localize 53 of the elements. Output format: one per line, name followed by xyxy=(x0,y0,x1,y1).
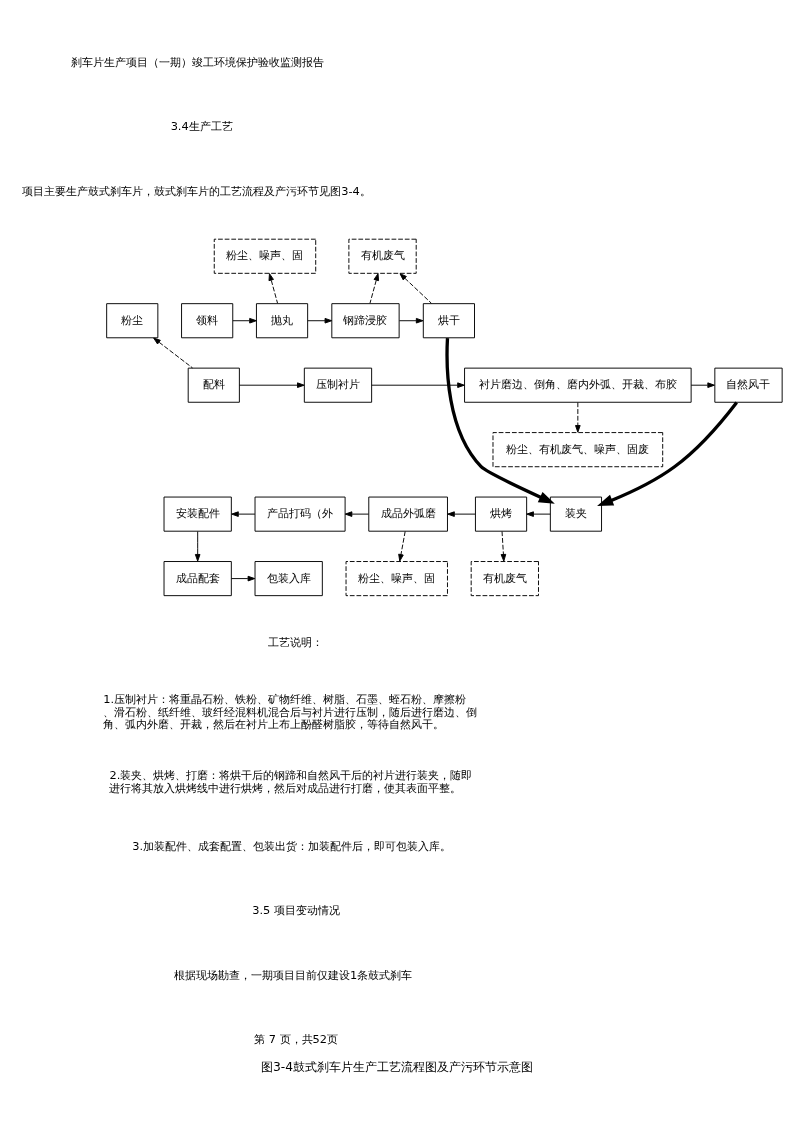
label: 3.4生产工艺 xyxy=(170,118,233,133)
node-box: 衬片磨边、倒角、磨内外弧、开裁、布胶 xyxy=(464,367,692,403)
arrow xyxy=(307,317,333,324)
label: 第 7 页，共52页 xyxy=(254,1031,338,1046)
node-box: 有机废气 xyxy=(348,238,417,274)
arrow xyxy=(445,337,555,504)
arrow xyxy=(398,530,406,562)
arrow xyxy=(597,400,738,506)
label: 3.加装配件、成套配置、包装出货：加装配件后，即可包装入库。 xyxy=(132,838,452,853)
arrow xyxy=(399,272,432,304)
node-box: 产品打码（外 xyxy=(254,496,346,532)
label: 刹车片生产项目（一期）竣工环境保护验收监测报告 xyxy=(71,54,325,69)
arrow xyxy=(690,381,715,388)
node-box: 粉尘、噪声、固 xyxy=(345,560,448,596)
arrow xyxy=(344,510,370,517)
arrow xyxy=(526,510,551,517)
arrow xyxy=(268,272,278,304)
node-box: 包装入库 xyxy=(254,560,323,596)
node-box: 成品外弧磨 xyxy=(368,496,448,532)
label: 工艺说明： xyxy=(268,634,324,649)
node-box: 压制衬片 xyxy=(303,367,373,403)
node-box: 自然风干 xyxy=(714,367,783,403)
arrow xyxy=(575,401,581,433)
node-box: 抛丸 xyxy=(255,302,309,338)
arrow xyxy=(232,317,257,324)
node-box: 领料 xyxy=(181,302,234,338)
label: 根据现场勘查，一期项目目前仅建设1条鼓式刹车 xyxy=(173,967,413,982)
node-box: 装夹 xyxy=(549,496,602,532)
arrow xyxy=(369,272,380,304)
arrow xyxy=(194,530,201,562)
node-box: 烘干 xyxy=(422,302,475,338)
node-box: 钢蹄浸胶 xyxy=(331,302,400,338)
arrow xyxy=(398,317,424,324)
label: 2.装夹、烘烤、打磨：将烘干后的钢蹄和自然风干后的衬片进行装夹，随即进行将其放入烘烤线中进行烘烤，然后对成品进行打磨，使其表面平整。 xyxy=(109,767,473,795)
arrow xyxy=(239,381,305,388)
arrow xyxy=(231,510,256,517)
node-box: 配料 xyxy=(187,367,240,403)
node-box: 粉尘、噪声、固 xyxy=(213,238,317,274)
arrow xyxy=(447,510,476,517)
caption: 图3-4鼓式刹车片生产工艺流程图及产污环节示意图 xyxy=(260,1059,534,1074)
label: 3.5 项目变动情况 xyxy=(252,902,340,917)
node-box: 粉尘 xyxy=(106,302,159,338)
arrow xyxy=(153,337,193,368)
node-box: 粉尘、有机废气、噪声、固废 xyxy=(492,431,664,467)
label: 项目主要生产鼓式刹车片，鼓式刹车片的工艺流程及产污环节见图3-4。 xyxy=(22,183,371,198)
node-box: 安装配件 xyxy=(163,496,232,532)
label: 1.压制衬片：将重晶石粉、铁粉、矿物纤维、树脂、石墨、蛭石粉、摩擦粉、滑石粉、纸纤维、玻纤经混料机混合后与衬片进行压制，随后进行磨边、倒角、弧内外磨、开裁，然后在衬片上布上酚醛树脂胶，等待自然风干。 xyxy=(103,691,478,731)
node-box: 烘烤 xyxy=(474,496,528,532)
node-box: 成品配套 xyxy=(163,560,232,596)
arrow xyxy=(230,575,256,581)
node-box: 有机废气 xyxy=(470,560,539,596)
arrow xyxy=(371,381,465,388)
arrow xyxy=(500,530,507,562)
